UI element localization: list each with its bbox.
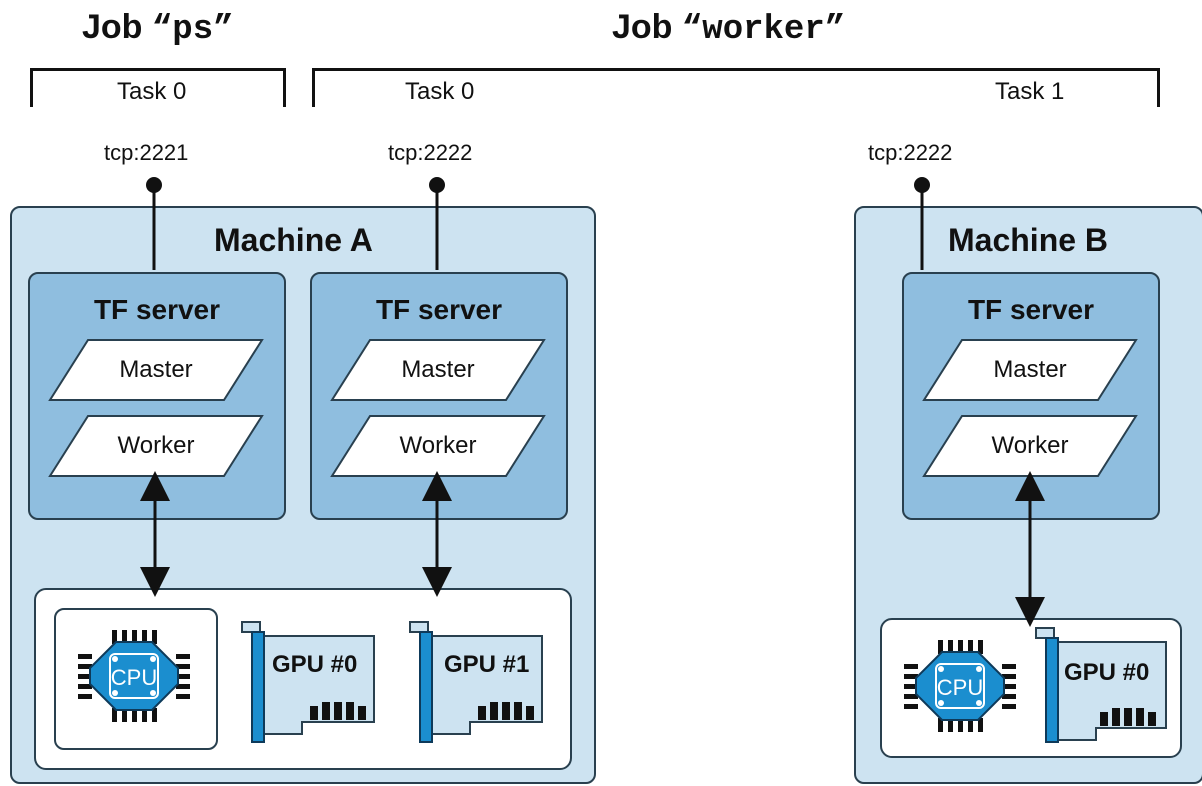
machine-b-title: Machine B: [948, 222, 1109, 258]
master-block: Master: [48, 338, 264, 402]
worker-block: Worker: [922, 414, 1138, 478]
cpu-box: [54, 608, 218, 750]
worker-block: Worker: [330, 414, 546, 478]
tf-server-title: TF server: [93, 294, 221, 325]
master-block: Master: [330, 338, 546, 402]
job-ps-prefix: Job: [82, 8, 143, 46]
tf-server-worker-0: TF server Master Worker: [310, 272, 568, 520]
job-ps-name: “ps”: [151, 11, 234, 49]
job-ps-bracket: [30, 68, 286, 107]
tf-server-title: TF server: [375, 294, 503, 325]
task-worker-0: Task 0: [405, 78, 475, 105]
task-ps-0: Task 0: [117, 78, 187, 105]
master-block: Master: [922, 338, 1138, 402]
master-label: Master: [993, 356, 1067, 383]
address-worker-0: tcp:2222: [388, 140, 473, 165]
worker-label: Worker: [117, 432, 195, 459]
master-label: Master: [119, 356, 193, 383]
machine-a-title: Machine A: [214, 222, 373, 258]
job-ps-title: Job “ps”: [82, 8, 234, 49]
worker-label: Worker: [399, 432, 477, 459]
tf-server-worker-1: TF server Master Worker: [902, 272, 1160, 520]
tf-server-ps: TF server Master Worker: [28, 272, 286, 520]
tf-server-title: TF server: [967, 294, 1095, 325]
machine-b-devices: [880, 618, 1182, 758]
address-ps-0: tcp:2221: [104, 140, 189, 165]
worker-block: Worker: [48, 414, 264, 478]
address-worker-1: tcp:2222: [868, 140, 953, 165]
task-worker-1: Task 1: [995, 78, 1065, 105]
job-worker-name: “worker”: [681, 11, 846, 49]
job-worker-bracket: [312, 68, 1160, 107]
master-label: Master: [401, 356, 475, 383]
job-worker-title: Job “worker”: [612, 8, 845, 49]
job-worker-prefix: Job: [612, 8, 673, 46]
worker-label: Worker: [991, 432, 1069, 459]
